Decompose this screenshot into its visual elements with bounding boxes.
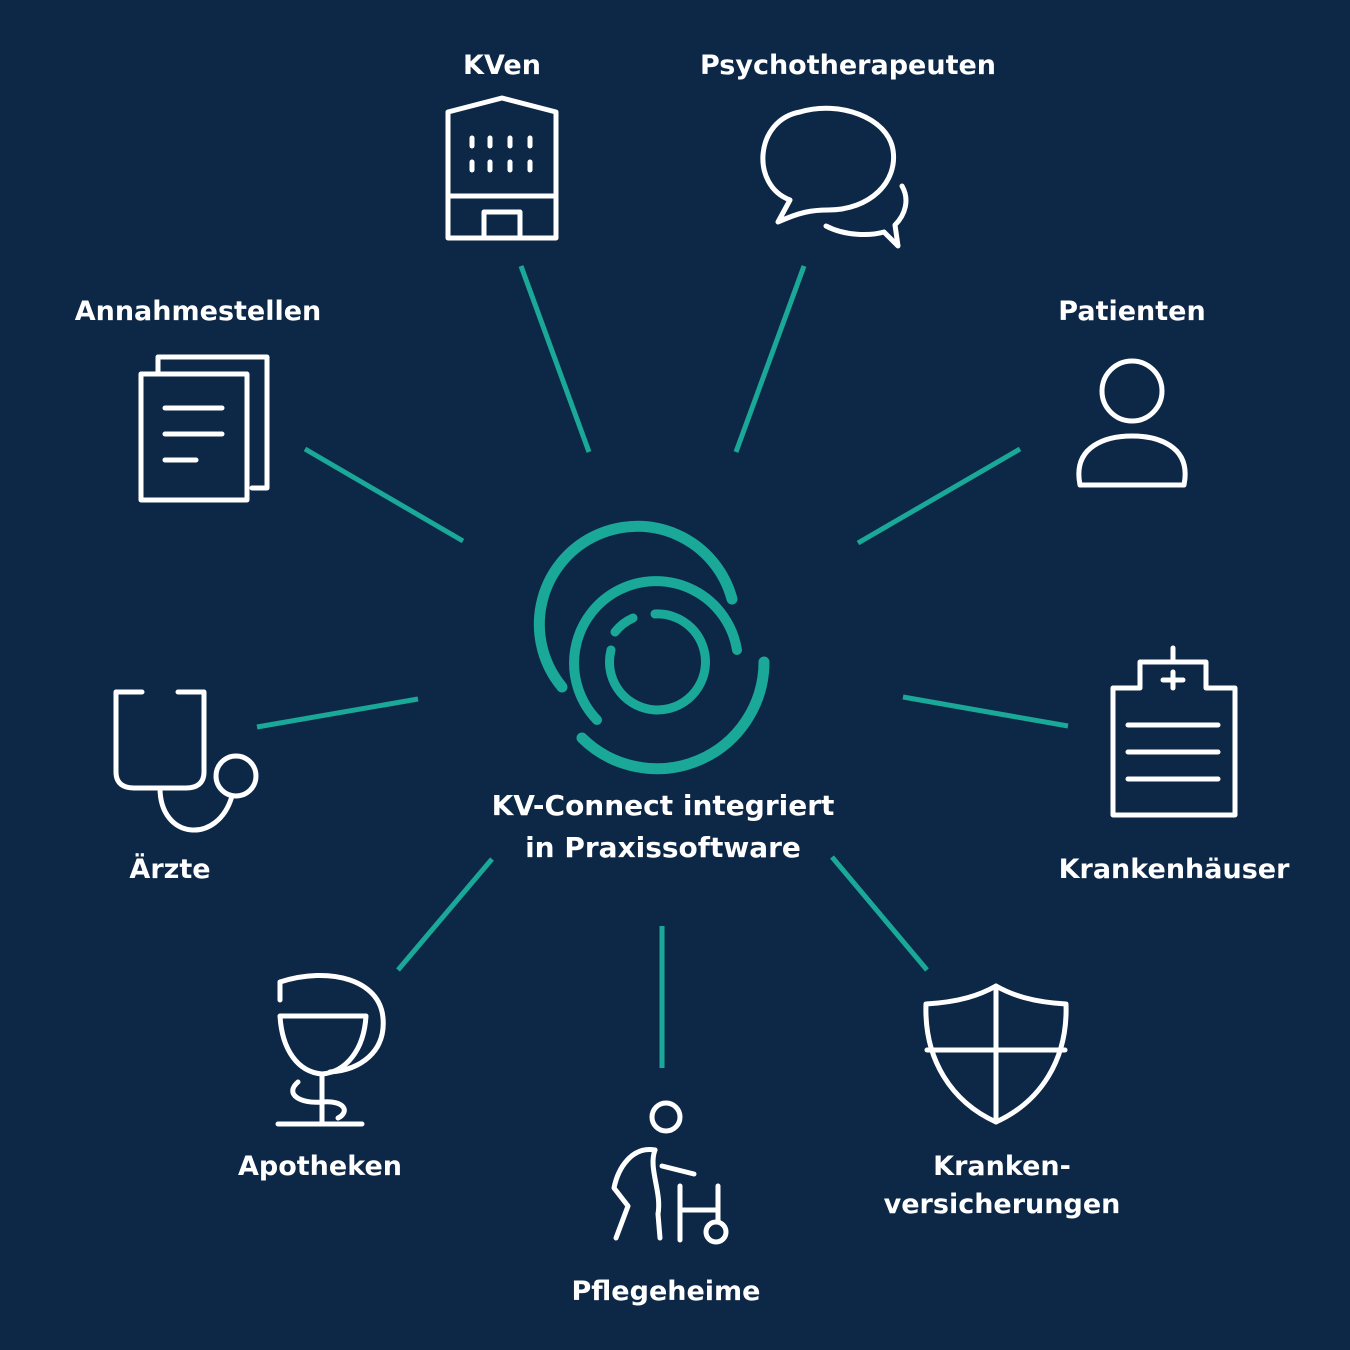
label-kven: KVen	[463, 50, 541, 81]
spoke-krankenhaeuser	[902, 694, 1069, 729]
pharmacy-bowl-icon	[275, 973, 386, 1127]
label-apotheken: Apotheken	[238, 1151, 402, 1182]
clipboard-cross-icon	[1110, 645, 1238, 818]
spoke-kven	[518, 265, 592, 453]
spoke-psychotherapeuten	[733, 265, 807, 453]
spoke-apotheken	[396, 857, 494, 972]
spoke-krankenversicherungen	[830, 855, 929, 972]
stethoscope-icon	[113, 689, 259, 833]
spoke-patienten	[856, 446, 1022, 546]
kv-connect-logo	[533, 520, 770, 775]
building-icon	[445, 95, 559, 241]
shield-icon	[923, 983, 1069, 1125]
label-aerzte: Ärzte	[129, 854, 211, 885]
label-psychotherapeuten: Psychotherapeuten	[699, 50, 997, 81]
person-icon	[1076, 358, 1188, 488]
speech-bubbles-icon	[760, 105, 909, 249]
spokes	[256, 265, 1069, 1068]
label-patienten: Patienten	[1058, 296, 1206, 327]
label-annahmestellen: Annahmestellen	[74, 296, 322, 327]
label-pflegeheime: Pflegeheime	[571, 1276, 761, 1307]
elderly-walker-icon	[611, 1100, 729, 1245]
documents-icon	[138, 354, 270, 503]
center-title: KV-Connect integriert in Praxissoftware	[491, 789, 835, 864]
spoke-aerzte	[256, 696, 419, 730]
label-krankenversicherungen: Kranken- versicherungen	[883, 1151, 1121, 1220]
label-krankenhaeuser: Krankenhäuser	[1058, 854, 1290, 885]
spoke-annahmestellen	[303, 446, 465, 544]
